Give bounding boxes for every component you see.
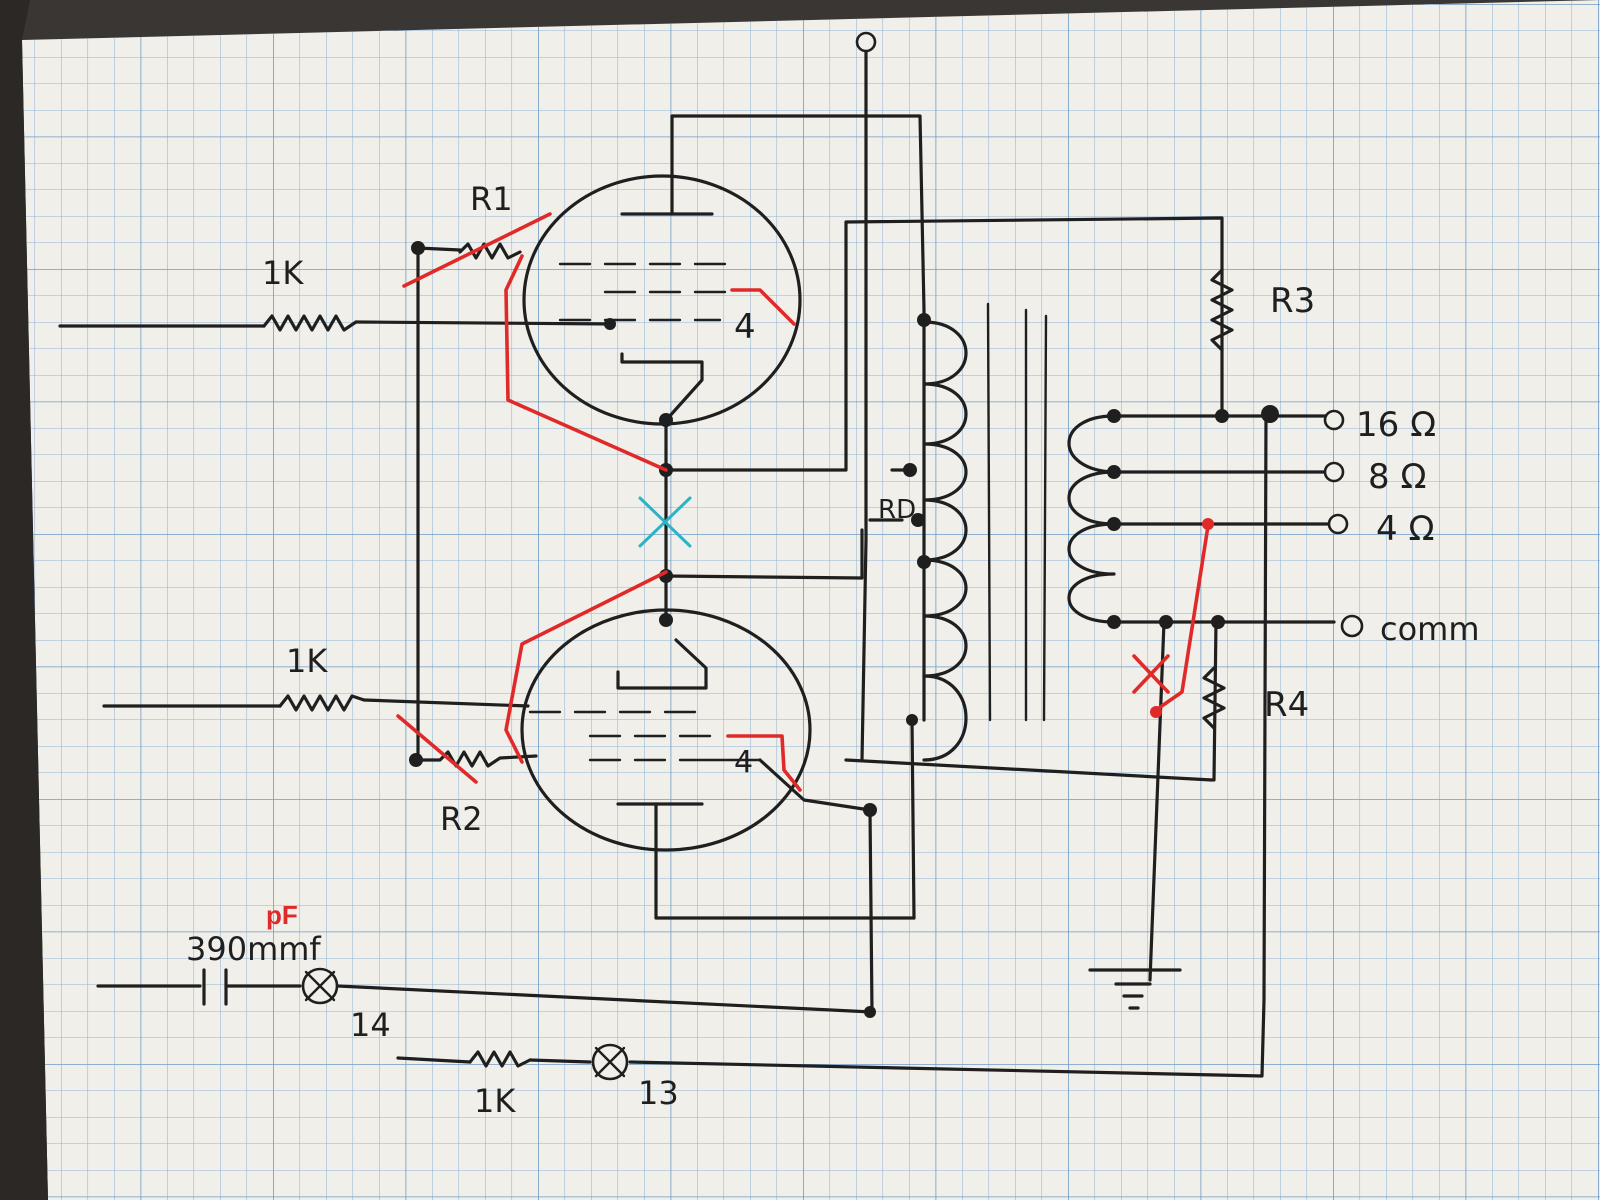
bottom-grid-resistor-label: 1K xyxy=(286,642,328,680)
wiring xyxy=(58,40,1336,1078)
capacitor-value-label: 390mmf xyxy=(186,930,321,968)
bottom-tube-pin-label: 4 xyxy=(734,745,753,780)
output-terminals xyxy=(855,31,1364,638)
r3-label: R3 xyxy=(1270,281,1315,321)
junctions xyxy=(409,241,1279,1018)
terminal-comm xyxy=(1340,614,1364,638)
top-terminal xyxy=(855,31,877,53)
terminal-4 xyxy=(1327,513,1349,535)
transformer-core xyxy=(986,302,1048,722)
r2-label: R2 xyxy=(440,800,483,838)
r4-resistor xyxy=(1202,666,1226,730)
pin-14-label: 14 xyxy=(350,1006,391,1044)
pin-13-marker xyxy=(591,1043,629,1081)
pin13-resistor-label: 1K xyxy=(474,1082,516,1120)
rd-label: RD xyxy=(878,495,916,525)
top-grid-resistor-label: 1K xyxy=(262,254,304,292)
labels: R1 R2 R3 R4 RD 1K 1K 1K 390mmf pF 14 13 xyxy=(186,180,1315,1120)
output-16-label: 16 Ω xyxy=(1356,405,1436,445)
pin-14-marker xyxy=(301,967,339,1005)
terminal-16 xyxy=(1323,409,1345,431)
bottom-tube: 4 xyxy=(520,608,812,868)
r3-resistor xyxy=(1210,268,1234,352)
red-corrections xyxy=(396,212,1214,792)
r4-label: R4 xyxy=(1264,685,1309,725)
primary-winding xyxy=(922,320,968,762)
pin-13-label: 13 xyxy=(638,1074,679,1112)
r1-label: R1 xyxy=(470,180,513,218)
capacitor-correction-label: pF xyxy=(266,900,298,930)
top-tube-pin-label: 4 xyxy=(734,307,756,347)
output-4-label: 4 Ω xyxy=(1376,509,1434,549)
top-tube: 4 xyxy=(522,114,926,426)
terminal-8 xyxy=(1323,461,1345,483)
cyan-x-mark xyxy=(638,496,692,548)
output-labels: 16 Ω 8 Ω 4 Ω comm xyxy=(1356,405,1480,648)
output-comm-label: comm xyxy=(1380,610,1480,648)
output-8-label: 8 Ω xyxy=(1368,457,1426,497)
